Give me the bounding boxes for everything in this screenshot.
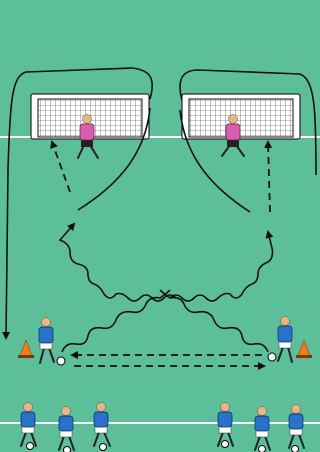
right-goal <box>182 94 300 139</box>
ball-right <box>268 353 276 361</box>
ball-left <box>57 357 65 365</box>
